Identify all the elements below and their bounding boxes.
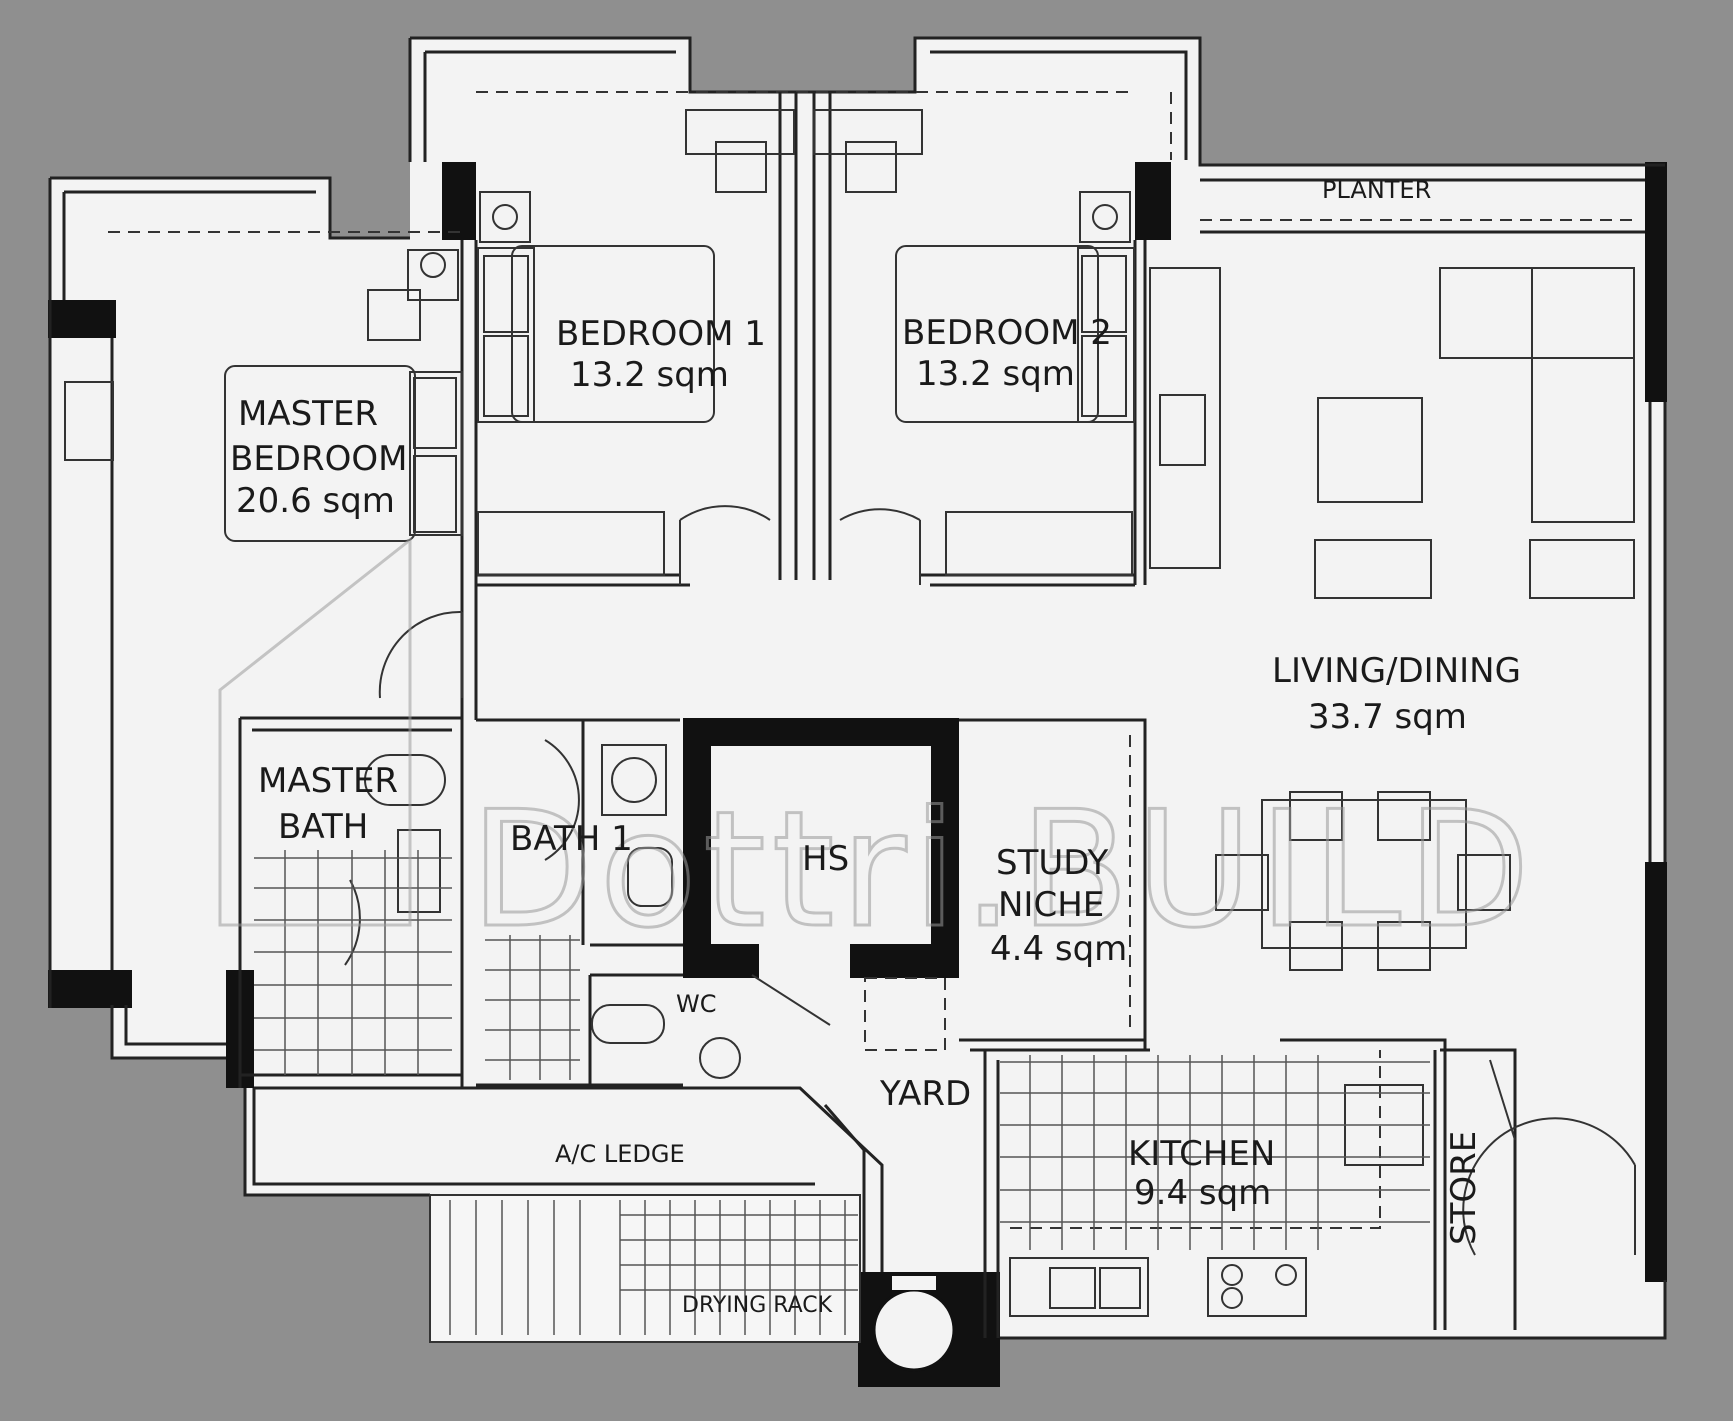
bedroom-1-area: 13.2 sqm — [570, 355, 729, 395]
hs-label: HS — [802, 839, 849, 879]
planter-label: PLANTER — [1322, 176, 1431, 204]
yard-label: YARD — [879, 1074, 971, 1114]
kitchen-label: KITCHEN — [1128, 1134, 1275, 1174]
bedroom-2-label: BEDROOM 2 — [902, 313, 1112, 353]
bedroom-1-label: BEDROOM 1 — [556, 314, 766, 354]
drying-rack-label: DRYING RACK — [682, 1293, 833, 1318]
watermark-text: Dottri.BUILD — [470, 776, 1536, 963]
store-label: STORE — [1444, 1131, 1484, 1245]
master-bedroom-label-1: MASTER — [238, 394, 378, 434]
watermark: Dottri.BUILD — [218, 536, 1536, 965]
tiles — [254, 850, 1430, 1250]
bedroom-2-area: 13.2 sqm — [916, 354, 1075, 394]
study-niche-label-2: NICHE — [998, 885, 1104, 925]
wc-label: WC — [676, 990, 717, 1018]
master-bath-label-1: MASTER — [258, 761, 398, 801]
ac-ledge-label: A/C LEDGE — [555, 1140, 685, 1168]
master-bath-label-2: BATH — [278, 807, 368, 847]
outline-lines — [48, 36, 1667, 1340]
living-dining-area: 33.7 sqm — [1308, 697, 1467, 737]
master-bedroom-label-2: BEDROOM — [230, 439, 407, 479]
study-niche-area: 4.4 sqm — [990, 929, 1127, 969]
structural-walls — [48, 162, 1667, 1387]
kitchen-area: 9.4 sqm — [1134, 1173, 1271, 1213]
doors — [344, 505, 1636, 1256]
floor-slab — [50, 38, 1665, 1385]
feature-labels: PLANTER A/C LEDGE DRYING RACK — [555, 176, 1431, 1318]
bath-1-label: BATH 1 — [510, 819, 633, 859]
furniture — [64, 109, 1635, 1317]
living-dining-label: LIVING/DINING — [1272, 651, 1521, 691]
master-bedroom-area: 20.6 sqm — [236, 481, 395, 521]
study-niche-label-1: STUDY — [996, 843, 1109, 883]
room-labels: MASTER BEDROOM 20.6 sqm BEDROOM 1 13.2 s… — [230, 313, 1521, 1245]
drying-rack — [429, 1194, 861, 1343]
